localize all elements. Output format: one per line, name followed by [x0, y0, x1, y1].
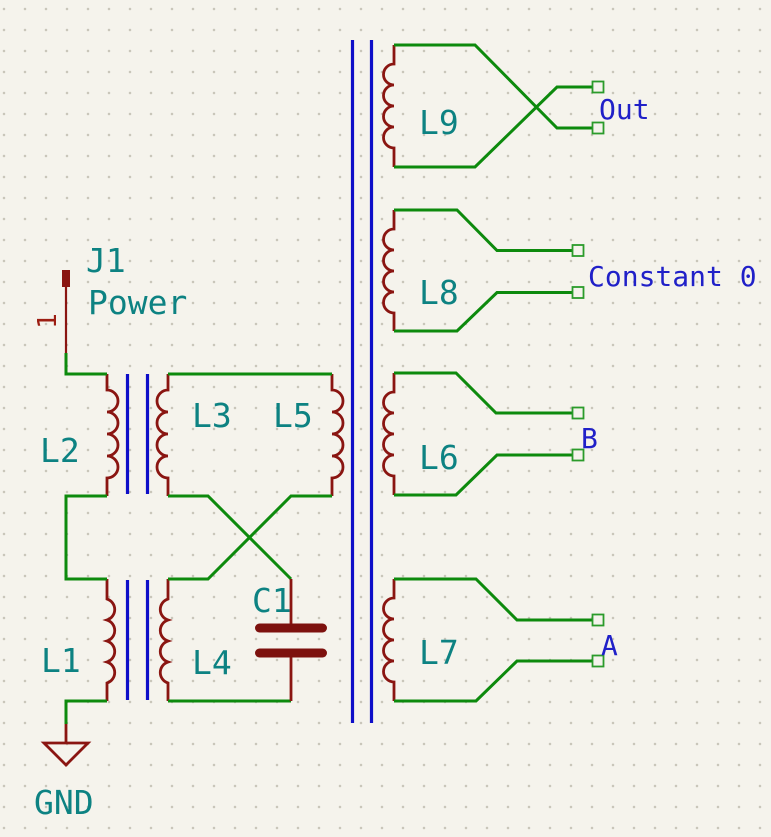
connector-pin-number: 1	[33, 313, 63, 329]
wire-L2-to-L1[interactable]	[64, 494, 107, 581]
inductor-L1-reference[interactable]: L1	[41, 641, 81, 680]
inductor-L3-coil[interactable]	[155, 374, 170, 496]
net-label-b[interactable]: B	[581, 422, 598, 455]
inductor-L8-reference[interactable]: L8	[419, 273, 459, 312]
connector-pin-body[interactable]	[62, 270, 70, 287]
wire-L7-pin1[interactable]	[394, 577, 592, 622]
inductor-L3-reference[interactable]: L3	[192, 396, 232, 435]
wire-j1-to-L2[interactable]	[64, 353, 107, 376]
capacitor-c1-symbol[interactable]	[255, 579, 327, 701]
inductor-L1-coil[interactable]	[102, 579, 117, 701]
gnd-symbol[interactable]	[40, 724, 92, 767]
wire-L1-to-gnd[interactable]	[64, 699, 107, 724]
unconnected-pin-square[interactable]	[591, 80, 605, 94]
gnd-label[interactable]: GND	[34, 783, 94, 822]
wire-L6-pin2[interactable]	[394, 453, 572, 497]
inductor-L6-coil[interactable]	[382, 373, 396, 495]
inductor-L5-reference[interactable]: L5	[273, 396, 313, 435]
connector-j1-symbol[interactable]	[62, 270, 70, 353]
net-label-out[interactable]: Out	[599, 93, 650, 126]
transformer-core-lower-left[interactable]	[125, 580, 150, 700]
wire-L6-pin1[interactable]	[394, 371, 572, 415]
wire-L5-to-L4[interactable]	[168, 494, 332, 581]
transformer-core-upper-left[interactable]	[125, 374, 150, 494]
wire-L9-pin2-crossed[interactable]	[394, 85, 592, 169]
unconnected-pin-square[interactable]	[571, 244, 585, 257]
inductor-L5-coil[interactable]	[330, 374, 345, 496]
wire-L8-pin1[interactable]	[394, 208, 572, 252]
inductor-L8-coil[interactable]	[382, 210, 396, 331]
inductor-L9-reference[interactable]: L9	[419, 103, 459, 142]
net-label-constant-0[interactable]: Constant 0	[588, 260, 757, 293]
wire-L8-pin2[interactable]	[394, 291, 572, 333]
transformer-core-main[interactable]	[350, 40, 374, 723]
inductor-L4-reference[interactable]: L4	[192, 643, 232, 682]
net-label-a[interactable]: A	[601, 629, 618, 662]
unconnected-pin-square[interactable]	[591, 613, 605, 627]
inductor-L2-reference[interactable]: L2	[40, 431, 80, 470]
connector-reference[interactable]: J1	[86, 241, 126, 280]
inductor-L6-reference[interactable]: L6	[419, 438, 459, 477]
unconnected-pin-square[interactable]	[591, 654, 605, 668]
inductor-L9-coil[interactable]	[382, 45, 396, 167]
inductor-L2-coil[interactable]	[105, 374, 120, 496]
unconnected-pin-square[interactable]	[571, 286, 585, 299]
inductor-L7-reference[interactable]: L7	[419, 633, 459, 672]
wire-L9-pin1-crossed[interactable]	[394, 43, 592, 130]
capacitor-reference[interactable]: C1	[252, 581, 292, 620]
unconnected-pin-square[interactable]	[571, 448, 585, 462]
wire-L3-to-C1[interactable]	[168, 494, 293, 581]
inductor-L7-coil[interactable]	[382, 579, 396, 701]
inductor-L4-coil[interactable]	[158, 579, 173, 701]
gnd-triangle[interactable]	[40, 741, 92, 767]
connector-value[interactable]: Power	[88, 283, 188, 322]
wire-L7-pin2[interactable]	[394, 659, 592, 703]
capacitor-plate[interactable]	[255, 648, 327, 658]
unconnected-pin-square[interactable]	[571, 406, 585, 420]
capacitor-plate[interactable]	[255, 623, 327, 633]
unconnected-pin-square[interactable]	[591, 121, 605, 135]
